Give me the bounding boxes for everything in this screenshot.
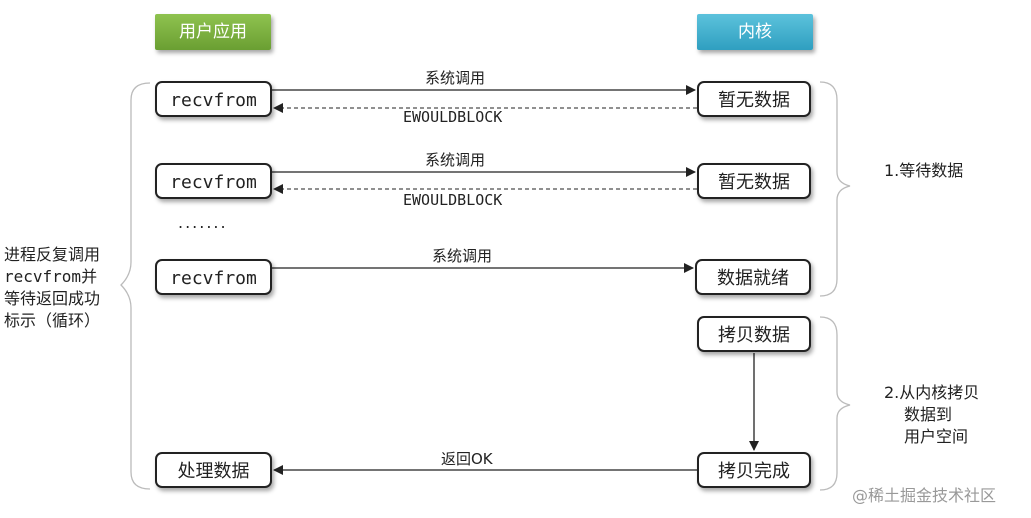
left-note-line-4: 标示（循环） (4, 311, 101, 330)
copy-done-box: 拷贝完成 (697, 452, 811, 488)
no-data-box-2: 暂无数据 (697, 163, 811, 199)
return-ok-label: 返回OK (441, 450, 493, 468)
recvfrom-box-2: recvfrom (155, 163, 272, 199)
phase2-line-3: 用户空间 (904, 427, 969, 446)
left-note-line-2: recvfrom并 (4, 267, 98, 286)
watermark: @稀土掘金技术社区 (852, 486, 997, 505)
syscall-label-3: 系统调用 (432, 247, 493, 265)
phase1-label: 1.等待数据 (884, 161, 964, 180)
left-note-line-1: 进程反复调用 (4, 245, 101, 264)
left-note-line-3: 等待返回成功 (4, 289, 101, 308)
phase2-line-2: 数据到 (904, 405, 953, 424)
ellipsis: ....... (178, 213, 228, 232)
phase2-line-1: 2.从内核拷贝 (884, 383, 980, 402)
phase2-label: 2.从内核拷贝 数据到 用户空间 (884, 382, 979, 448)
data-ready-box: 数据就绪 (695, 259, 811, 295)
syscall-label-1: 系统调用 (425, 69, 486, 87)
left-brace (120, 82, 151, 490)
no-data-box-1: 暂无数据 (697, 81, 811, 117)
kernel-header: 内核 (697, 14, 813, 50)
phase2-brace (819, 316, 851, 491)
ewouldblock-label-2: EWOULDBLOCK (403, 191, 503, 209)
process-data-box: 处理数据 (155, 452, 272, 488)
recvfrom-box-1: recvfrom (155, 81, 272, 117)
copy-data-box: 拷贝数据 (697, 316, 811, 352)
recvfrom-box-3: recvfrom (155, 259, 272, 295)
user-app-header: 用户应用 (155, 14, 271, 50)
ewouldblock-label-1: EWOULDBLOCK (403, 108, 503, 126)
left-note: 进程反复调用 recvfrom并 等待返回成功 标示（循环） (4, 244, 100, 332)
phase1-brace (819, 81, 851, 297)
syscall-label-2: 系统调用 (425, 151, 486, 169)
